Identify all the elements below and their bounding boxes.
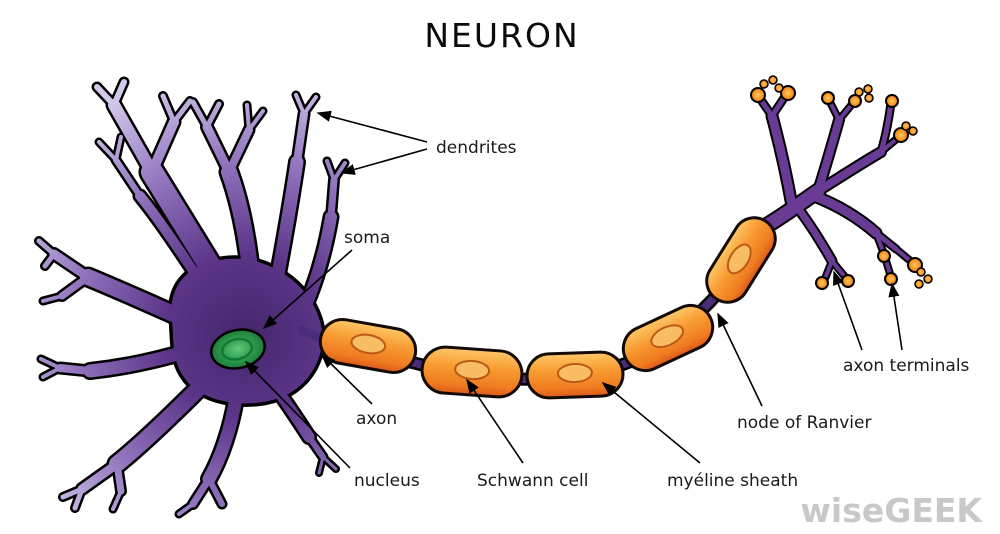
myelin-segment-1 [318, 317, 418, 375]
arrow-to-dendrites-1 [316, 110, 428, 143]
label-myelin-sheath: myéline sheath [667, 471, 798, 491]
schwann-nucleus-3 [556, 362, 593, 384]
arrow-to-dendrites-2 [340, 148, 428, 175]
terminal-boutons [750, 75, 933, 290]
arrow-to-myelin-sheath [601, 381, 701, 464]
arrow-to-axon-terminals-2 [888, 282, 903, 351]
arrow-to-soma [262, 249, 353, 330]
myelin-sheath [318, 216, 777, 400]
myelin-segment-5 [705, 216, 777, 304]
label-nucleus: nucleus [354, 471, 420, 491]
arrow-to-node-of-ranvier [717, 312, 763, 407]
myelin-segment-3 [525, 350, 625, 400]
label-soma: soma [344, 228, 390, 248]
label-axon-terminals: axon terminals [843, 356, 970, 376]
label-axon: axon [356, 409, 397, 429]
myelin-segment-4 [621, 303, 715, 373]
label-schwann-cell: Schwann cell [477, 471, 588, 491]
myelin-segment-2 [420, 345, 524, 399]
schwann-nucleus-4 [650, 324, 685, 349]
arrow-to-nucleus [244, 360, 351, 469]
label-node-of-ranvier: node of Ranvier [737, 413, 871, 433]
label-dendrites: dendrites [436, 138, 517, 158]
watermark: wiseGEEK [800, 491, 983, 530]
diagram-title: NEURON [424, 16, 579, 55]
arrow-to-schwann-cell [466, 378, 524, 464]
nucleus [210, 328, 266, 370]
arrow-to-axon [320, 353, 373, 405]
schwann-nucleus-5 [726, 243, 752, 275]
annotation-arrows [244, 110, 903, 469]
schwann-nucleus-1 [350, 333, 387, 355]
arrow-to-axon-terminals-1 [833, 270, 863, 351]
